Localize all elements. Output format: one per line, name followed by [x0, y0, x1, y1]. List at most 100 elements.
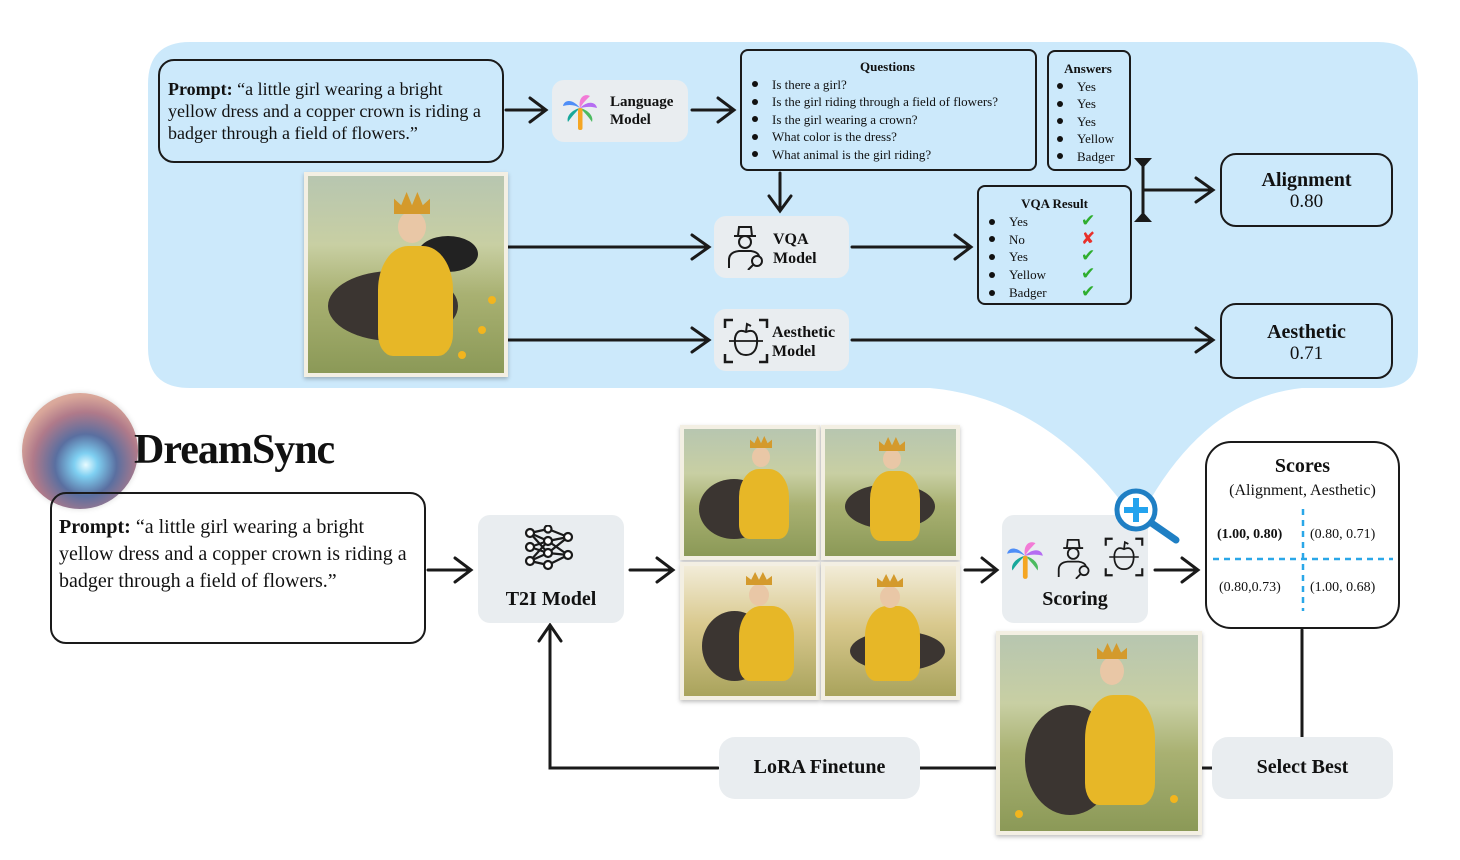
arrow-compare-to-alignment — [1141, 158, 1216, 222]
vqa-result-list: Yes ✔ No✘ Yes ✔ Yellow ✔ Badger✔ — [983, 210, 1126, 302]
input-image — [304, 172, 508, 377]
scores-title: Scores — [1274, 455, 1331, 477]
arrow-lm-to-questions — [690, 96, 737, 124]
arrow-images-to-scoring — [963, 556, 1000, 584]
vqa-answer: Yellow — [1009, 267, 1046, 283]
apple-frame-icon — [1104, 537, 1144, 577]
bottom-prompt-label: Prompt: — [59, 516, 131, 538]
vqa-model-label-line1: VQA — [773, 231, 809, 248]
aesthetic-model-box: Aesthetic Model — [714, 309, 849, 371]
arrow-lora-to-t2i — [537, 622, 720, 770]
language-model-label-line2: Model — [610, 112, 651, 128]
arrow-scoring-to-scores — [1153, 556, 1201, 584]
vqa-answer: Yes — [1009, 213, 1028, 229]
alignment-score-box: Alignment 0.80 — [1220, 153, 1393, 227]
answer-item: Yellow — [1051, 130, 1125, 148]
vqa-result-item: Yes ✔ — [983, 210, 1126, 231]
top-prompt-box: Prompt: “a little girl wearing a bright … — [158, 59, 504, 163]
language-model-box: Language Model — [552, 80, 688, 142]
check-icon: ✔ — [1081, 246, 1096, 267]
aesthetic-model-label-line2: Model — [772, 343, 816, 360]
vqa-model-box: VQA Model — [714, 216, 849, 278]
answer-item: Yes — [1051, 95, 1125, 113]
vqa-answer: Yes — [1009, 249, 1028, 265]
check-icon: ✔ — [1081, 264, 1096, 285]
bottom-prompt-text: “a little girl wearing a bright yellow d… — [59, 516, 407, 592]
check-icon: ✔ — [1081, 210, 1096, 231]
question-item: Is the girl riding through a field of fl… — [746, 93, 1029, 111]
vqa-result-item: Yes ✔ — [983, 248, 1126, 266]
arrow-prompt-to-t2i — [426, 556, 474, 584]
cross-icon: ✘ — [1081, 228, 1096, 249]
answer-item: Yes — [1051, 78, 1125, 96]
generated-image-2 — [821, 425, 960, 560]
scores-subtitle: (Alignment, Aesthetic) — [1229, 482, 1376, 499]
apple-frame-icon — [723, 318, 769, 364]
arrow-image-to-vqa — [506, 233, 712, 261]
detective-magnifier-icon — [1056, 537, 1094, 580]
generated-image-1 — [680, 425, 820, 560]
scores-box: Scores (Alignment, Aesthetic) (1.00, 0.8… — [1205, 441, 1400, 629]
t2i-model-label: T2I Model — [505, 588, 597, 610]
question-item: Is there a girl? — [746, 76, 1029, 94]
score-cell: (0.80,0.73) — [1219, 580, 1281, 595]
vqa-answer: Badger — [1009, 284, 1047, 300]
questions-title: Questions — [860, 59, 915, 74]
alignment-label: Alignment — [1261, 169, 1352, 191]
lora-finetune-label: LoRA Finetune — [753, 756, 886, 778]
vqa-result-item: Yellow ✔ — [983, 264, 1126, 285]
aesthetic-value: 0.71 — [1289, 343, 1324, 364]
scoring-box: Scoring — [1002, 515, 1148, 623]
dreamsync-logo — [22, 393, 138, 509]
arrow-aesthetic-to-score — [850, 326, 1216, 354]
answers-box: Answers Yes Yes Yes Yellow Badger — [1047, 50, 1131, 171]
compare-bracket-top — [1134, 158, 1152, 168]
generated-image-3 — [680, 562, 820, 700]
generated-images-grid — [680, 425, 960, 700]
palm-leaf-logo-icon — [562, 92, 598, 132]
vqa-model-label-line2: Model — [773, 250, 817, 267]
arrow-prompt-to-lm — [504, 96, 549, 124]
answers-title: Answers — [1064, 61, 1112, 76]
lora-finetune-box: LoRA Finetune — [719, 737, 920, 799]
answers-list: Yes Yes Yes Yellow Badger — [1051, 78, 1125, 166]
alignment-value: 0.80 — [1289, 191, 1324, 212]
vqa-result-item: No✘ — [983, 228, 1126, 249]
arrow-questions-to-vqa — [767, 171, 793, 214]
score-cell: (1.00, 0.68) — [1310, 580, 1376, 595]
arrow-image-to-aesthetic — [506, 326, 712, 354]
scores-grid-dividers — [1213, 509, 1393, 611]
select-best-box: Select Best — [1212, 737, 1393, 799]
detective-magnifier-icon — [726, 224, 768, 271]
vqa-result-item: Badger✔ — [983, 283, 1126, 302]
top-prompt-text: “a little girl wearing a bright yellow d… — [168, 79, 481, 143]
score-cell: (0.80, 0.71) — [1310, 527, 1376, 542]
score-cell-best: (1.00, 0.80) — [1217, 527, 1283, 542]
palm-leaf-logo-icon — [1006, 539, 1044, 581]
answer-item: Badger — [1051, 148, 1125, 166]
zoom-in-magnifier-icon — [1112, 488, 1182, 544]
aesthetic-label: Aesthetic — [1267, 321, 1346, 343]
questions-list: Is there a girl? Is the girl riding thro… — [746, 76, 1029, 164]
question-item: Is the girl wearing a crown? — [746, 111, 1029, 129]
question-item: What animal is the girl riding? — [746, 146, 1029, 164]
arrow-t2i-to-images — [628, 556, 676, 584]
vqa-result-box: VQA Result Yes ✔ No✘ Yes ✔ Yellow ✔ Badger✔ — [977, 185, 1132, 305]
t2i-model-box: T2I Model — [478, 515, 624, 623]
question-item: What color is the dress? — [746, 128, 1029, 146]
arrow-vqa-to-result — [850, 233, 974, 261]
questions-box: Questions Is there a girl? Is the girl r… — [740, 49, 1037, 171]
vqa-result-title: VQA Result — [1021, 196, 1088, 211]
aesthetic-model-label-line1: Aesthetic — [772, 324, 836, 341]
select-best-label: Select Best — [1256, 756, 1349, 778]
compare-bracket-bottom — [1134, 212, 1152, 222]
aesthetic-score-box: Aesthetic 0.71 — [1220, 303, 1393, 379]
language-model-label-line1: Language — [610, 94, 674, 110]
neural-network-icon — [524, 524, 576, 575]
scoring-label: Scoring — [1042, 588, 1108, 610]
app-title: DreamSync — [134, 427, 335, 473]
answer-item: Yes — [1051, 113, 1125, 131]
generated-image-4 — [821, 562, 960, 700]
top-prompt-label: Prompt: — [168, 79, 233, 99]
